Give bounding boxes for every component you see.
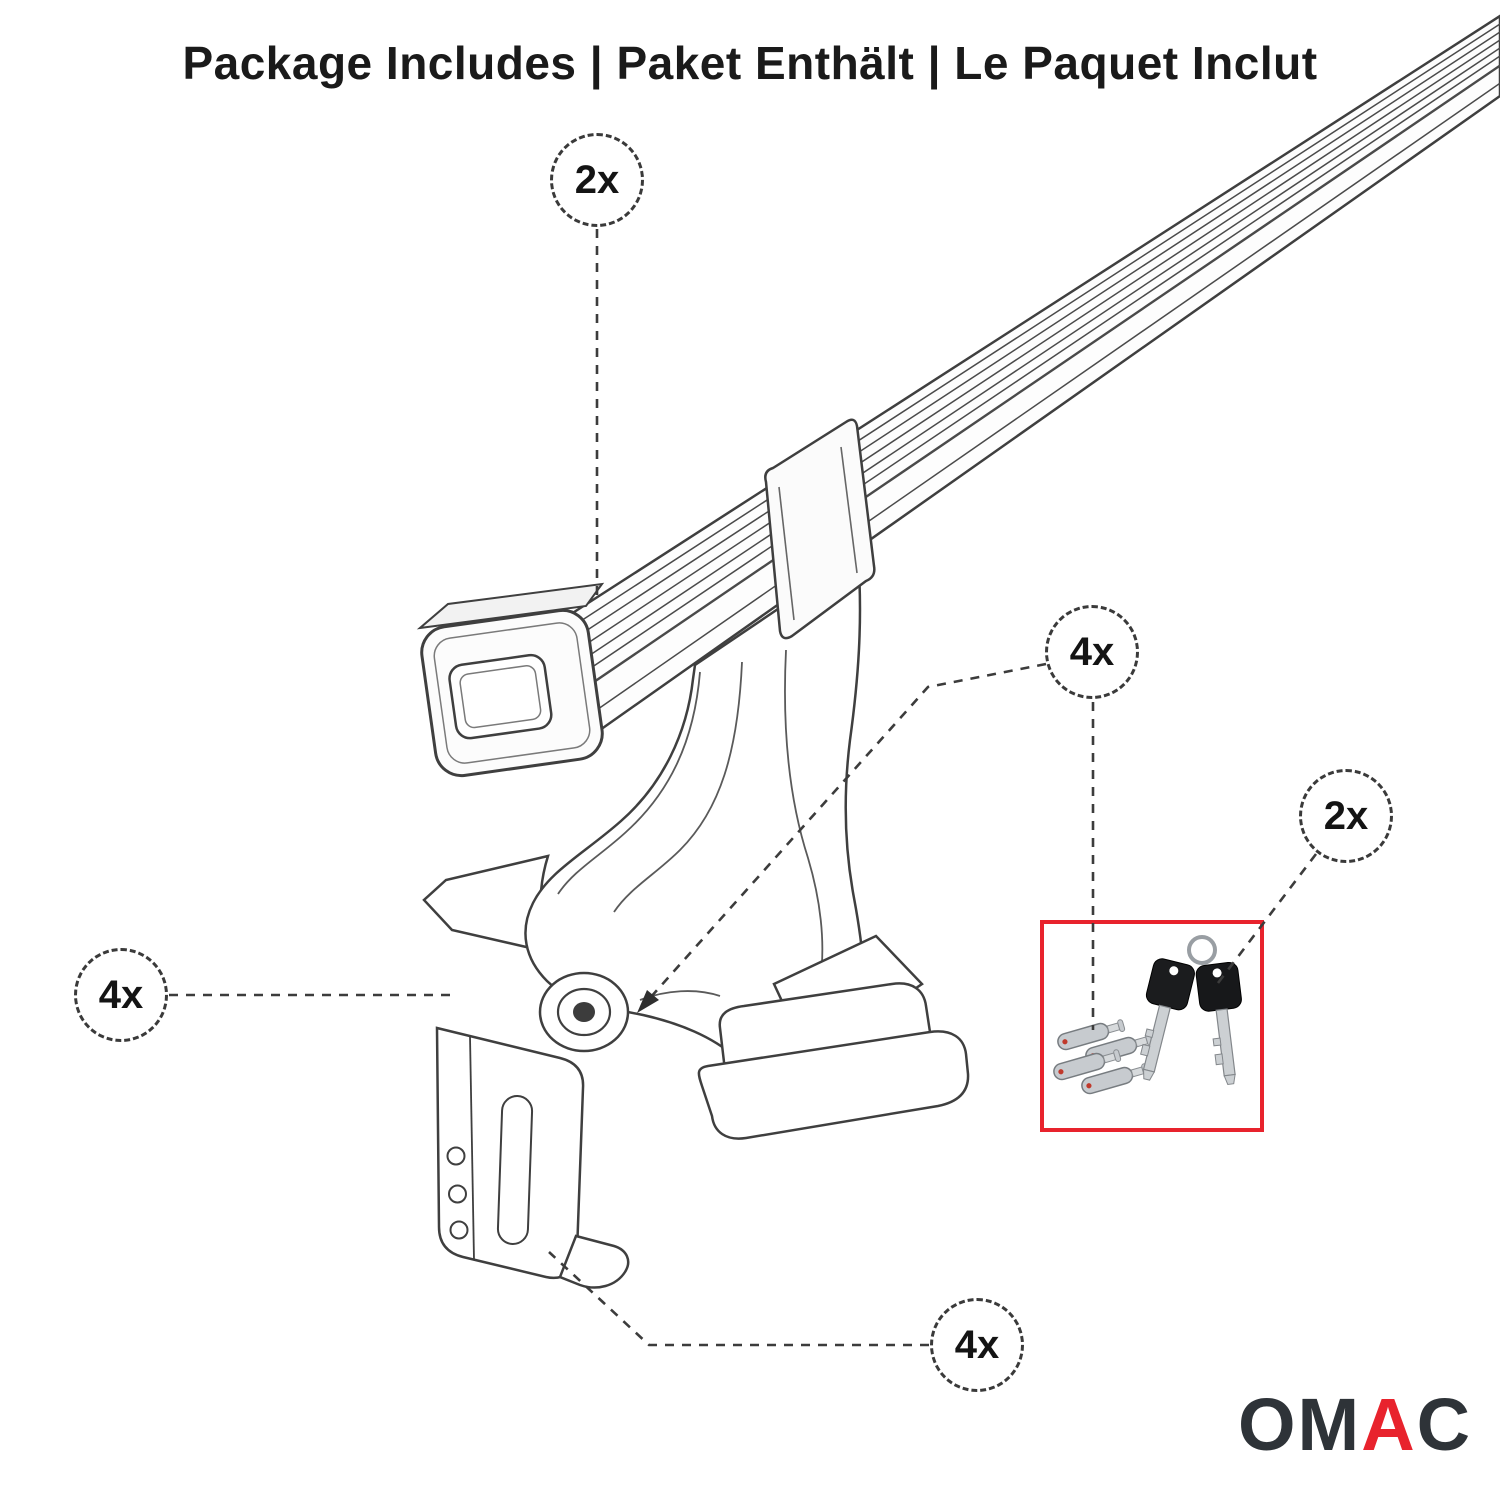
logo-letters-om: OM bbox=[1238, 1383, 1362, 1466]
bolt-boss bbox=[538, 971, 630, 1053]
key-icon bbox=[1195, 961, 1242, 1086]
logo-letter-c: C bbox=[1416, 1383, 1473, 1466]
connector-locks-foot bbox=[649, 662, 1047, 999]
included-parts-box bbox=[1040, 920, 1264, 1132]
callout-crossbar-qty: 2x bbox=[550, 133, 644, 227]
clamp-bracket bbox=[435, 1026, 630, 1289]
key-ring-icon bbox=[1187, 935, 1217, 965]
omac-logo: OMAC bbox=[1238, 1388, 1472, 1462]
callout-label: 4x bbox=[1069, 629, 1115, 674]
callout-foot-qty: 4x bbox=[74, 948, 168, 1042]
connector-clamp bbox=[548, 1251, 929, 1347]
callout-label: 4x bbox=[98, 972, 144, 1017]
logo-letter-a: A bbox=[1361, 1383, 1417, 1466]
lock-cylinders-image bbox=[1053, 1019, 1154, 1095]
callout-keys-qty: 2x bbox=[1299, 769, 1393, 863]
mounting-foot bbox=[422, 552, 970, 1289]
crossbar bbox=[538, 14, 1500, 732]
callout-label: 4x bbox=[954, 1322, 1000, 1367]
crossbar-ribs bbox=[545, 23, 1500, 716]
callout-label: 2x bbox=[574, 157, 620, 202]
page-title: Package Includes | Paket Enthält | Le Pa… bbox=[182, 37, 1318, 89]
callout-clamp-qty: 4x bbox=[930, 1298, 1024, 1392]
base-pad bbox=[697, 934, 970, 1140]
bar-bracket bbox=[764, 418, 876, 640]
callout-connectors bbox=[169, 229, 1318, 1347]
connector-arrowhead bbox=[637, 990, 659, 1013]
parts-box-image bbox=[1053, 935, 1242, 1095]
connector-keys bbox=[1216, 853, 1318, 984]
callout-label: 2x bbox=[1323, 793, 1369, 838]
keys-image bbox=[1140, 935, 1242, 1086]
end-cap bbox=[416, 582, 605, 778]
key-icon bbox=[1140, 958, 1195, 1081]
callout-lock-cylinders-qty: 4x bbox=[1045, 605, 1139, 699]
